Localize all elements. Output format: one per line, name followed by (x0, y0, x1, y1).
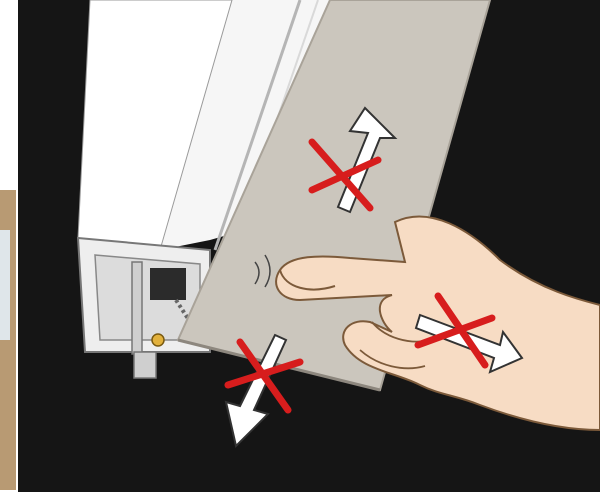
rubber-seal-block (150, 268, 186, 300)
spring-clip (152, 334, 164, 346)
photo-window (0, 230, 10, 340)
